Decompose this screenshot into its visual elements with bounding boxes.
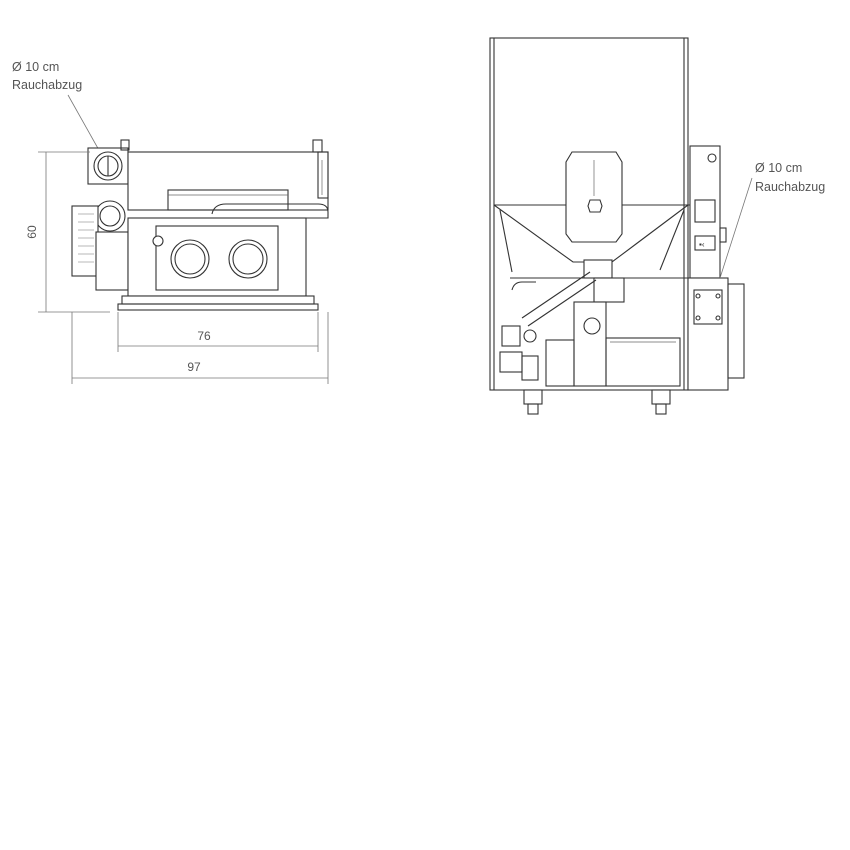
- dim-60-label: 60: [25, 225, 39, 239]
- base-plate-lower: [117, 303, 319, 311]
- foot-right-pad: [655, 403, 667, 415]
- burner-port-left-inner: [174, 243, 206, 275]
- top-inner-plate: [167, 189, 289, 211]
- top-pipe: [130, 203, 329, 219]
- component-valve: [523, 329, 537, 343]
- top-flue-label-line2: Rauchabzug: [12, 78, 82, 92]
- panel-switch: [694, 235, 716, 251]
- panel-side-tab: [719, 227, 727, 243]
- combustion-chamber: [573, 301, 607, 387]
- right-outlet-housing: [687, 277, 729, 391]
- side-flue-label-line1: Ø 10 cm: [755, 161, 802, 175]
- panel-screw-top: [707, 153, 717, 163]
- chamber-left-box: [545, 339, 575, 387]
- foot-right: [651, 389, 671, 405]
- funnel-side-right: [659, 209, 685, 271]
- top-body: [127, 151, 329, 211]
- top-right-tab: [312, 139, 323, 153]
- top-right-strip: [317, 151, 329, 199]
- burner-port-right-inner: [232, 243, 264, 275]
- chamber-sensor: [583, 317, 601, 335]
- ash-drawer: [605, 337, 681, 387]
- gear-box: [95, 231, 129, 291]
- panel-module: [694, 199, 716, 223]
- burner-port-left: [170, 239, 210, 279]
- feed-motor: [593, 277, 625, 303]
- top-flue-leader-line: [67, 94, 101, 153]
- base-plate: [121, 295, 315, 305]
- flue-outlet-circle: [93, 151, 123, 181]
- side-flue-leader-line: [719, 177, 753, 279]
- foot-left-pad: [527, 403, 539, 415]
- firebox-window: [155, 225, 279, 291]
- control-box-hatching: [78, 213, 94, 263]
- top-view-drawing: Ø 10 cm Rauchabzug: [12, 60, 329, 384]
- side-flue-label-line2: Rauchabzug: [755, 180, 825, 194]
- side-view-drawing: ▪‹ Ø 10 cm Rauchabzug: [489, 37, 825, 415]
- feed-tube-bend: [511, 281, 536, 291]
- firebox: [127, 217, 307, 297]
- screw-4: [715, 315, 721, 321]
- foot-left: [523, 389, 543, 405]
- funnel-side-left: [499, 209, 513, 273]
- inspection-window: [565, 151, 623, 243]
- screw-1: [695, 293, 701, 299]
- flue-tab: [120, 139, 130, 151]
- control-box: [71, 205, 99, 277]
- feed-tube: [521, 271, 597, 327]
- sensor-knob: [152, 235, 164, 247]
- dim-97-label: 97: [187, 360, 201, 374]
- panel-switch-symbol: ▪‹: [699, 240, 705, 249]
- component-a: [501, 325, 521, 347]
- screw-2: [715, 293, 721, 299]
- burner-port-right: [228, 239, 268, 279]
- dim-76-label: 76: [197, 329, 211, 343]
- auger-head: [583, 259, 613, 279]
- inspection-window-knob: [587, 199, 603, 213]
- component-c: [521, 355, 539, 381]
- fan-motor-inner: [99, 205, 121, 227]
- screw-3: [695, 315, 701, 321]
- top-flue-label-line1: Ø 10 cm: [12, 60, 59, 74]
- right-outlet-plate: [693, 289, 723, 325]
- right-outlet-cap: [727, 283, 745, 379]
